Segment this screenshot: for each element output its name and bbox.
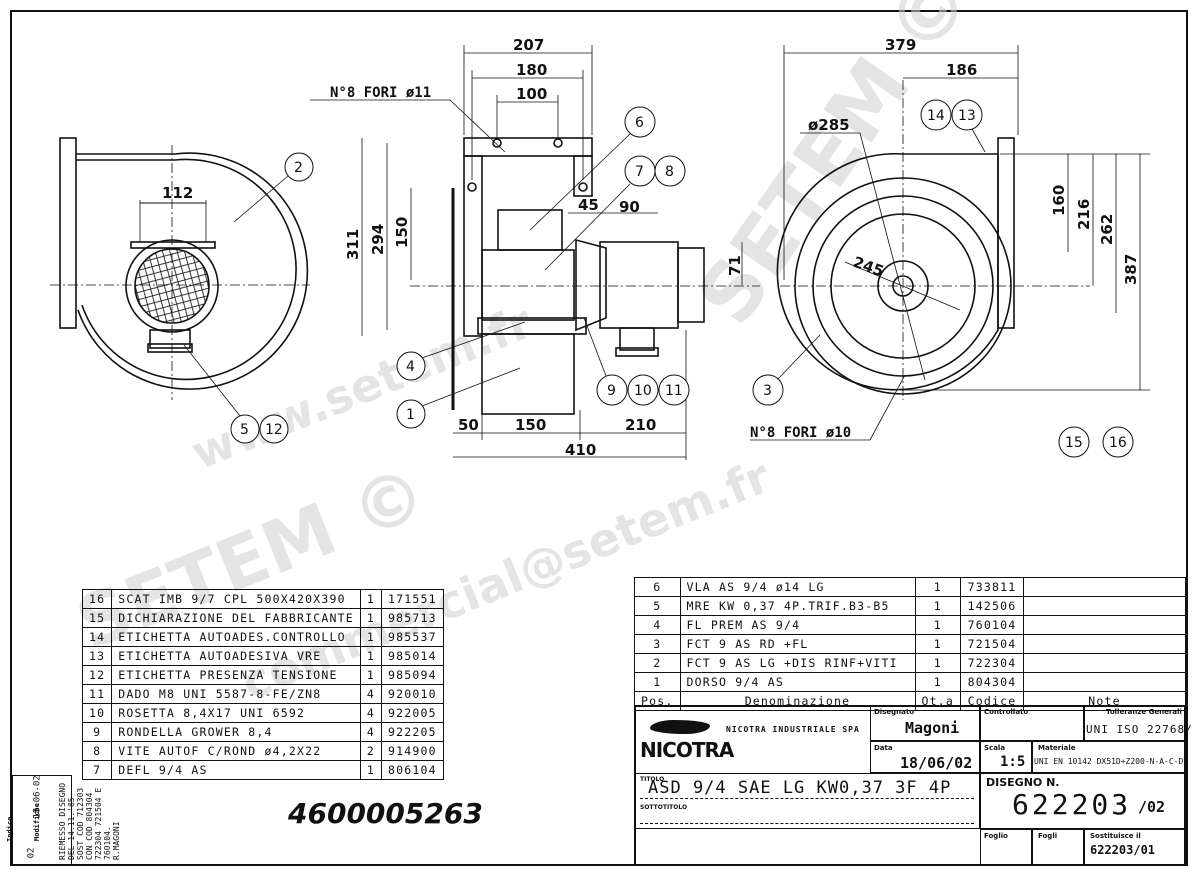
designer-name: Magoni: [905, 719, 960, 737]
right-dimensions: [750, 45, 1150, 441]
nicotra-logo: [650, 720, 710, 734]
svg-text:2: 2: [294, 160, 303, 176]
svg-text:8: 8: [665, 164, 674, 180]
scale-value: 1:5: [1000, 754, 1026, 770]
svg-text:410: 410: [565, 441, 596, 459]
svg-text:50: 50: [458, 416, 479, 434]
svg-text:71: 71: [726, 255, 744, 276]
svg-text:245: 245: [851, 253, 887, 281]
brand-name: NICOTRA: [640, 738, 734, 762]
svg-text:294: 294: [369, 224, 387, 255]
svg-text:90: 90: [619, 198, 640, 216]
revision-index: 02: [26, 847, 37, 859]
svg-text:16: 16: [1109, 435, 1127, 451]
svg-text:186: 186: [946, 61, 977, 79]
balloons-center: 6 7 8 4 1 9 10 11: [396, 106, 690, 429]
material-spec: UNI EN 10142 DX51D+Z200-N-A-C-D: [1034, 757, 1184, 766]
drawing-date: 18/06/02: [900, 754, 973, 772]
svg-text:379: 379: [885, 36, 916, 54]
svg-text:10: 10: [634, 383, 652, 399]
drawing-number: 622203: [1012, 788, 1132, 821]
svg-text:13: 13: [958, 108, 976, 124]
svg-text:216: 216: [1075, 199, 1093, 230]
company-name: NICOTRA INDUSTRIALE SPA: [726, 725, 860, 734]
svg-text:112: 112: [162, 184, 193, 202]
svg-text:150: 150: [393, 217, 411, 248]
svg-text:3: 3: [763, 383, 772, 399]
svg-text:N°8 FORI ø11: N°8 FORI ø11: [330, 85, 431, 101]
svg-text:11: 11: [665, 383, 683, 399]
balloons-left: 2 5 12: [183, 152, 314, 444]
svg-text:7: 7: [635, 164, 644, 180]
svg-text:262: 262: [1098, 214, 1116, 245]
revision-number: /02: [1138, 798, 1166, 816]
revision-block: [12, 775, 72, 866]
center-view: [410, 137, 760, 415]
svg-text:5: 5: [240, 422, 249, 438]
svg-text:180: 180: [516, 61, 547, 79]
svg-text:12: 12: [265, 422, 283, 438]
revision-notes: RIEMESSO DISEGNO DEL 14.11.'85 SOST COD …: [58, 782, 121, 860]
svg-text:1: 1: [406, 407, 415, 423]
svg-text:160: 160: [1050, 185, 1068, 216]
svg-text:45: 45: [578, 196, 599, 214]
order-number: 4600005263: [288, 797, 483, 830]
drawing-sheet: [10, 10, 1188, 866]
svg-text:6: 6: [635, 115, 644, 131]
tolerance-standard: UNI ISO 22768/: [1086, 723, 1193, 736]
svg-text:4: 4: [406, 359, 415, 375]
svg-text:207: 207: [513, 36, 544, 54]
drawing-title: ASD 9/4 SAE LG KW0,37 3F 4P: [648, 778, 952, 798]
left-view: [50, 137, 310, 400]
svg-text:100: 100: [516, 85, 547, 103]
supersedes-number: 622203/01: [1090, 843, 1156, 857]
svg-text:14: 14: [927, 108, 945, 124]
right-view: [776, 80, 1090, 400]
svg-text:ø285: ø285: [808, 116, 850, 134]
revision-date: 18-06-02: [32, 775, 43, 819]
svg-text:311: 311: [344, 229, 362, 260]
svg-text:15: 15: [1065, 435, 1083, 451]
svg-text:9: 9: [607, 383, 616, 399]
balloons-right: 14 13 3 15 16: [752, 99, 1134, 458]
svg-text:387: 387: [1122, 254, 1140, 285]
svg-text:150: 150: [515, 416, 546, 434]
svg-text:N°8 FORI ø10: N°8 FORI ø10: [750, 425, 851, 441]
svg-text:210: 210: [625, 416, 656, 434]
